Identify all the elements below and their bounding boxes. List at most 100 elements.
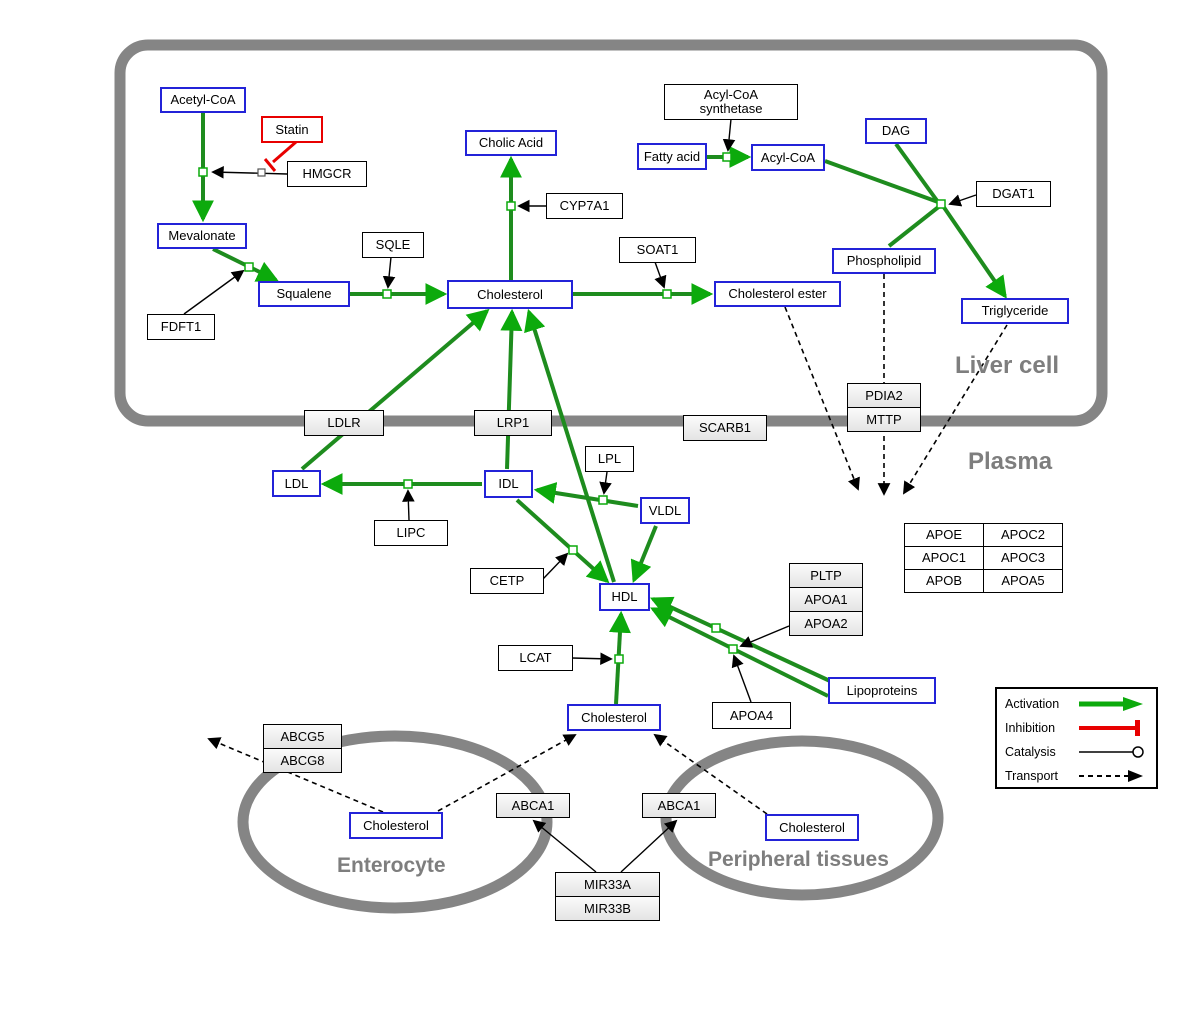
edge-hdl-cholesterol-uptake bbox=[524, 308, 616, 583]
node-lipc[interactable]: LIPC bbox=[374, 520, 448, 546]
node-mevalonate[interactable]: Mevalonate bbox=[157, 223, 247, 249]
edge-ldl-cholesterol-uptake bbox=[300, 308, 490, 471]
node-squalene[interactable]: Squalene bbox=[258, 281, 350, 307]
legend-row-activation: Activation bbox=[1005, 692, 1156, 716]
node-sqle[interactable]: SQLE bbox=[362, 232, 424, 258]
compartment-shapes bbox=[114, 39, 1108, 914]
liver-cell-membrane bbox=[114, 39, 1108, 427]
node-dgat1[interactable]: DGAT1 bbox=[976, 181, 1051, 207]
edge-lpl-catalysis bbox=[599, 471, 612, 495]
edge-fdft1-catalysis bbox=[183, 269, 245, 315]
node-acetyl-coa[interactable]: Acetyl-CoA bbox=[160, 87, 246, 113]
node-acyl-coa[interactable]: Acyl-CoA bbox=[751, 144, 825, 171]
node-lrp1[interactable]: LRP1 bbox=[474, 410, 552, 436]
edge-mir33-abca1-left bbox=[532, 819, 597, 873]
legend-transport-label: Transport bbox=[1005, 769, 1059, 783]
node-apoc2[interactable]: APOC2 bbox=[983, 523, 1063, 547]
node-apoe[interactable]: APOE bbox=[904, 523, 984, 547]
node-lcat[interactable]: LCAT bbox=[498, 645, 573, 671]
node-abca1-peripheral[interactable]: ABCA1 bbox=[642, 793, 716, 818]
legend-row-catalysis: Catalysis bbox=[1005, 740, 1156, 764]
edge-cholesterol-peripheral-to-plasma bbox=[653, 733, 768, 815]
enterocyte-label: Enterocyte bbox=[337, 854, 446, 877]
node-hmgcr[interactable]: HMGCR bbox=[287, 161, 367, 187]
edge-acylcoa-synthetase-catalysis bbox=[722, 118, 736, 152]
edge-mir33-abca1-right bbox=[620, 819, 678, 873]
edge-apoa4-catalysis bbox=[731, 654, 752, 703]
node-mir33a[interactable]: MIR33A bbox=[555, 872, 660, 897]
node-pdia2[interactable]: PDIA2 bbox=[847, 383, 921, 408]
edge-dag-junction bbox=[894, 142, 940, 204]
node-statin[interactable]: Statin bbox=[261, 116, 323, 143]
edge-cetp-catalysis bbox=[542, 552, 569, 580]
inhibition-edges bbox=[263, 140, 297, 172]
node-apoc1[interactable]: APOC1 bbox=[904, 546, 984, 570]
node-apoa2[interactable]: APOA2 bbox=[789, 611, 863, 636]
edge-cholesterolester-secretion bbox=[784, 306, 860, 491]
node-ldlr[interactable]: LDLR bbox=[304, 410, 384, 436]
node-fdft1[interactable]: FDFT1 bbox=[147, 314, 215, 340]
edge-cholesterol-abcg-export bbox=[207, 737, 384, 813]
enterocyte-membrane bbox=[237, 730, 553, 914]
edge-lipc-catalysis bbox=[402, 489, 415, 521]
node-cholic-acid[interactable]: Cholic Acid bbox=[465, 130, 557, 156]
node-soat1[interactable]: SOAT1 bbox=[619, 237, 696, 263]
node-abca1-enterocyte[interactable]: ABCA1 bbox=[496, 793, 570, 818]
node-phospholipid[interactable]: Phospholipid bbox=[832, 248, 936, 274]
node-acyl-coa-synthetase[interactable]: Acyl-CoA synthetase bbox=[664, 84, 798, 120]
node-apoa4[interactable]: APOA4 bbox=[712, 702, 791, 729]
edge-junction-triglyceride bbox=[941, 204, 1007, 299]
legend: Activation Inhibition Catalysis Transpor… bbox=[995, 687, 1158, 789]
catalysis-edges bbox=[183, 118, 977, 873]
reaction-anchors bbox=[198, 152, 946, 664]
transport-edges bbox=[207, 274, 1008, 815]
node-cholesterol-ester[interactable]: Cholesterol ester bbox=[714, 281, 841, 307]
node-cholesterol-liver[interactable]: Cholesterol bbox=[447, 280, 573, 309]
node-lipoproteins[interactable]: Lipoproteins bbox=[828, 677, 936, 704]
edge-statin-inhibition bbox=[272, 140, 297, 164]
node-cholesterol-peripheral[interactable]: Cholesterol bbox=[765, 814, 859, 841]
node-pltp[interactable]: PLTP bbox=[789, 563, 863, 588]
node-cyp7a1[interactable]: CYP7A1 bbox=[546, 193, 623, 219]
legend-activation-label: Activation bbox=[1005, 697, 1060, 711]
node-dag[interactable]: DAG bbox=[865, 118, 927, 144]
legend-catalysis-label: Catalysis bbox=[1005, 745, 1056, 759]
node-lpl[interactable]: LPL bbox=[585, 446, 634, 472]
node-scarb1[interactable]: SCARB1 bbox=[683, 415, 767, 441]
edge-triglyceride-secretion bbox=[902, 324, 1008, 495]
node-fatty-acid[interactable]: Fatty acid bbox=[637, 143, 707, 170]
node-cetp[interactable]: CETP bbox=[470, 568, 544, 594]
node-mttp[interactable]: MTTP bbox=[847, 407, 921, 432]
edge-vldl-idl bbox=[533, 482, 639, 508]
node-cholesterol-plasma[interactable]: Cholesterol bbox=[567, 704, 661, 731]
statin-inhibition-tbar bbox=[263, 158, 277, 172]
edge-pltp-apoa-catalysis bbox=[739, 625, 790, 648]
plasma-label: Plasma bbox=[968, 448, 1053, 475]
edge-vldl-hdl bbox=[630, 525, 658, 584]
legend-inhibition-label: Inhibition bbox=[1005, 721, 1056, 735]
node-abcg8[interactable]: ABCG8 bbox=[263, 748, 342, 773]
edge-acylcoa-junction bbox=[824, 159, 939, 204]
peripheral-tissues-label: Peripheral tissues bbox=[708, 848, 889, 871]
node-vldl[interactable]: VLDL bbox=[640, 497, 690, 524]
edge-lipoproteins-hdl-lower bbox=[650, 607, 829, 698]
node-apoa1[interactable]: APOA1 bbox=[789, 587, 863, 612]
node-mir33b[interactable]: MIR33B bbox=[555, 896, 660, 921]
node-apoc3[interactable]: APOC3 bbox=[983, 546, 1063, 570]
activation-arrow-icon bbox=[1079, 697, 1143, 711]
node-abcg5[interactable]: ABCG5 bbox=[263, 724, 342, 749]
node-ldl[interactable]: LDL bbox=[272, 470, 321, 497]
edge-hmgcr-catalysis bbox=[211, 165, 288, 179]
edge-cholesterol-enterocyte-to-plasma bbox=[437, 734, 577, 812]
node-apob[interactable]: APOB bbox=[904, 569, 984, 593]
node-apoa5[interactable]: APOA5 bbox=[983, 569, 1063, 593]
node-cholesterol-enterocyte[interactable]: Cholesterol bbox=[349, 812, 443, 839]
node-idl[interactable]: IDL bbox=[484, 470, 533, 498]
transport-dashed-arrow-icon bbox=[1079, 770, 1143, 782]
inhibition-tbar-icon bbox=[1079, 720, 1140, 736]
edge-junction-phospholipid bbox=[887, 203, 943, 248]
node-hdl[interactable]: HDL bbox=[599, 583, 650, 611]
node-triglyceride[interactable]: Triglyceride bbox=[961, 298, 1069, 324]
